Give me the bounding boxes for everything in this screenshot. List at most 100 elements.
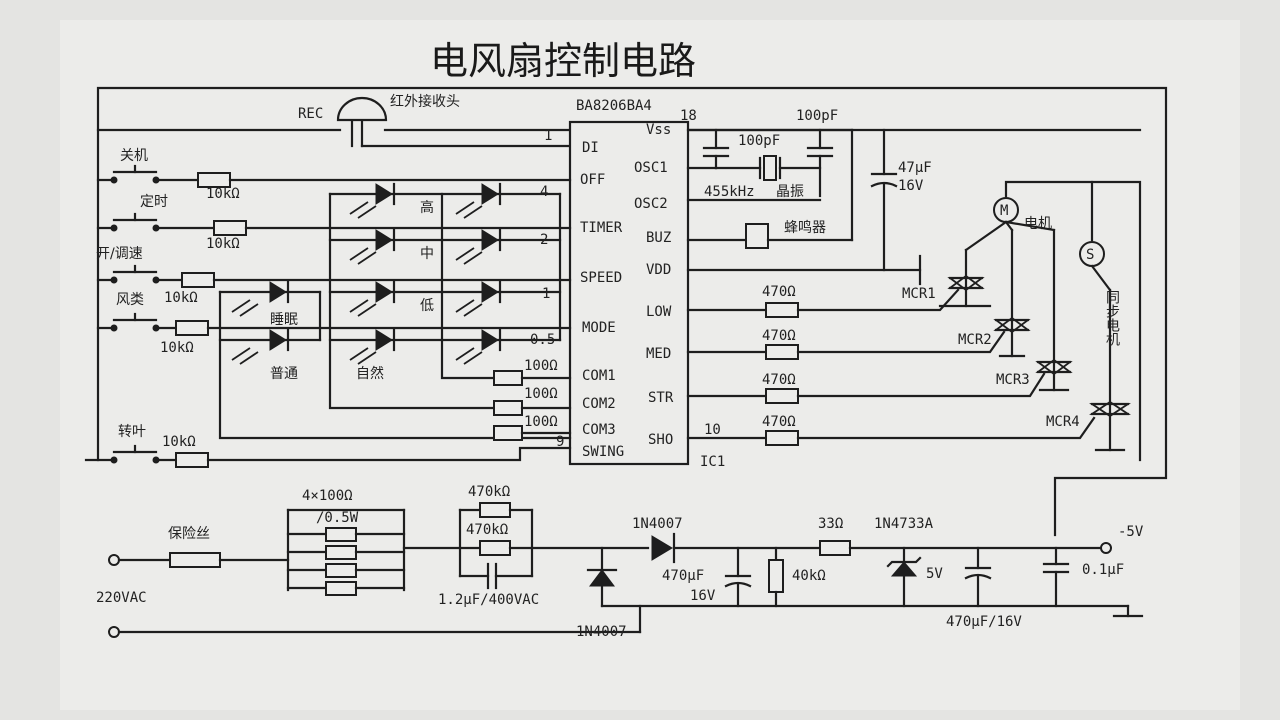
mcr3-label: MCR3 — [996, 372, 1030, 388]
r470k-1: 470kΩ — [468, 484, 510, 500]
led-set-timer — [455, 182, 502, 365]
motor-label: 电机 — [1024, 216, 1052, 232]
button-row-mode: 风类 10kΩ — [96, 292, 572, 356]
pin-str: STR — [648, 390, 674, 406]
out-voltage-label: -5V — [1118, 524, 1144, 540]
crystal-label: 晶振 — [776, 184, 804, 200]
r-gate-str: 470Ω — [762, 372, 796, 388]
button-row-swing: 转叶 10kΩ — [84, 424, 572, 468]
cap470-v-label: 16V — [690, 588, 716, 604]
com-resistors: 100Ω 100Ω 100Ω — [493, 358, 572, 441]
mcr4-label: MCR4 — [1046, 414, 1080, 430]
led-speed-mid: 中 — [420, 246, 434, 262]
pin-vdd: VDD — [646, 262, 671, 278]
mcr2-label: MCR2 — [958, 332, 992, 348]
ic-ref: IC1 — [700, 454, 725, 470]
ir-receiver-label: 红外接收头 — [390, 93, 460, 110]
thyristors: MCR1 MCR2 MCR3 MCR4 — [902, 228, 1131, 452]
cap470-label: 470μF — [662, 568, 704, 584]
led-timer-05: 0.5 — [530, 332, 555, 348]
sync-motor-label: 同步电机 — [1104, 290, 1120, 347]
zener-label: 1N4733A — [874, 516, 934, 532]
button-label-swing: 转叶 — [118, 424, 146, 440]
r-gate-sho: 470Ω — [762, 414, 796, 430]
osc-cap1: 100pF — [738, 133, 780, 149]
r-com1: 100Ω — [524, 358, 558, 374]
pin-swing: SWING — [582, 444, 624, 460]
buzzer-label: 蜂鸣器 — [784, 219, 826, 236]
r-timer: 10kΩ — [206, 236, 240, 252]
led-timer-2: 2 — [540, 232, 548, 248]
pin-timer: TIMER — [580, 220, 623, 236]
ic-bA8206: BA8206BA4 IC1 1 18 9 10 DI OFF TIMER SPE… — [544, 98, 725, 470]
pin-off: OFF — [580, 172, 605, 188]
pin-10: 10 — [704, 422, 721, 438]
led-mode-sleep: 睡眠 — [270, 312, 298, 328]
led-timer-1: 1 — [542, 286, 550, 302]
motor-symbol: M — [1000, 203, 1008, 219]
r-gate-med: 470Ω — [762, 328, 796, 344]
pin-osc1: OSC1 — [634, 160, 668, 176]
r-com3: 100Ω — [524, 414, 558, 430]
fuse-label: 保险丝 — [168, 526, 210, 542]
led-set-speed — [349, 182, 396, 365]
button-row-speed: 开/调速 10kΩ — [96, 246, 572, 306]
pin-med: MED — [646, 346, 671, 362]
vdd-cap: 47μF 16V — [686, 128, 932, 286]
buzzer: 蜂鸣器 — [686, 219, 854, 249]
pin-com3: COM3 — [582, 422, 616, 438]
r-com2: 100Ω — [524, 386, 558, 402]
button-row-off: 关机 10kΩ — [96, 148, 572, 202]
button-label-off: 关机 — [120, 148, 148, 164]
pin-vss: Vss — [646, 122, 671, 138]
led-speed-high: 高 — [420, 199, 434, 216]
pin-di: DI — [582, 140, 599, 156]
led-mode-normal: 普通 — [270, 366, 298, 382]
res-bank-power: /0.5W — [316, 510, 359, 526]
mcr1-label: MCR1 — [902, 286, 936, 302]
pin-buz: BUZ — [646, 230, 671, 246]
led-timer-4: 4 — [540, 184, 548, 200]
crystal-freq: 455kHz — [704, 184, 755, 200]
sync-motor-symbol: S — [1086, 247, 1094, 263]
vdd-cap-value: 47μF — [898, 160, 932, 176]
fan-motor: M 电机 — [964, 180, 1142, 462]
sync-motor: S 同步电机 — [1079, 180, 1120, 347]
power-supply: 220VAC 保险丝 4×100Ω /0.5W 470kΩ 470kΩ 1.2μ… — [96, 484, 1144, 640]
pin-speed: SPEED — [580, 270, 622, 286]
cap470b-label: 470μF/16V — [946, 614, 1022, 630]
ic-name: BA8206BA4 — [576, 98, 652, 114]
rec-label: REC — [298, 106, 323, 122]
oscillator: 100pF 100pF 455kHz 晶振 — [686, 108, 854, 242]
r33-label: 33Ω — [818, 516, 843, 532]
r-mode: 10kΩ — [160, 340, 194, 356]
pin-sho: SHO — [648, 432, 673, 448]
vdd-cap-voltage: 16V — [898, 178, 924, 194]
zener-v-label: 5V — [926, 566, 943, 582]
r40k-label: 40kΩ — [792, 568, 826, 584]
osc-cap2: 100pF — [796, 108, 838, 124]
gate-drive: 470Ω 470Ω 470Ω 470Ω — [686, 284, 1096, 446]
led-speed-low: 低 — [420, 298, 434, 314]
pin-low: LOW — [646, 304, 672, 320]
ac-input-label: 220VAC — [96, 590, 147, 606]
diagram-title: 电风扇控制电路 — [430, 39, 696, 83]
pin-osc2: OSC2 — [634, 196, 668, 212]
pin-mode: MODE — [582, 320, 616, 336]
r-swing: 10kΩ — [162, 434, 196, 450]
cap01-label: 0.1μF — [1082, 562, 1124, 578]
button-row-timer: 定时 10kΩ — [96, 194, 572, 252]
button-label-timer: 定时 — [140, 194, 168, 210]
r-off: 10kΩ — [206, 186, 240, 202]
led-matrix: 4 2 1 0.5 高 中 低 睡眠 普通 自然 — [218, 182, 572, 440]
button-label-mode: 风类 — [116, 292, 144, 308]
pin-18: 18 — [680, 108, 697, 124]
r470k-2: 470kΩ — [466, 522, 508, 538]
led-set-mode — [231, 280, 290, 365]
pin-com1: COM1 — [582, 368, 616, 384]
pin-com2: COM2 — [582, 396, 616, 412]
diode2-label: 1N4007 — [632, 516, 683, 532]
res-bank-label: 4×100Ω — [302, 488, 353, 504]
diode1-label: 1N4007 — [576, 624, 627, 640]
